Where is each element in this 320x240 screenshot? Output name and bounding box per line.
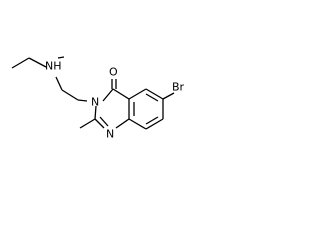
atom-label-n1: N [106, 128, 114, 141]
bond-c5-c6-inner [145, 93, 159, 102]
bond-c5-c6 [145, 88, 164, 100]
bond-c2-methyl [79, 118, 96, 129]
bond-n3-c4 [102, 88, 114, 102]
bond-n1-c2 [94, 118, 105, 129]
bond-c6-br [162, 92, 175, 100]
bond-c8a-n1 [115, 118, 130, 129]
atom-label-n3: N [91, 96, 99, 109]
bond-ethyl-ch3 [11, 57, 30, 69]
atom-label-nh: NH [45, 60, 62, 73]
bond-c7-c8 [145, 118, 164, 130]
bond-chain-1 [61, 89, 79, 101]
bond-chain-2 [77, 99, 88, 102]
atom-label-o: O [109, 66, 118, 79]
bond-c2-c2-inner [99, 116, 109, 127]
atom-label-br: Br [172, 81, 185, 94]
bond-nh-chain [55, 76, 63, 91]
bond-nh-ch2 [57, 56, 65, 59]
bond-ethyl-ch2 [28, 57, 47, 68]
bond-c4-c4a [112, 88, 130, 100]
bond-c4a-c5 [128, 88, 147, 100]
bond-c2-n3 [94, 105, 97, 120]
bond-c8-c8a [128, 118, 147, 130]
bond-c7-c8-inner [145, 116, 159, 125]
molecule-structure: NH N N O Br [11, 56, 185, 141]
